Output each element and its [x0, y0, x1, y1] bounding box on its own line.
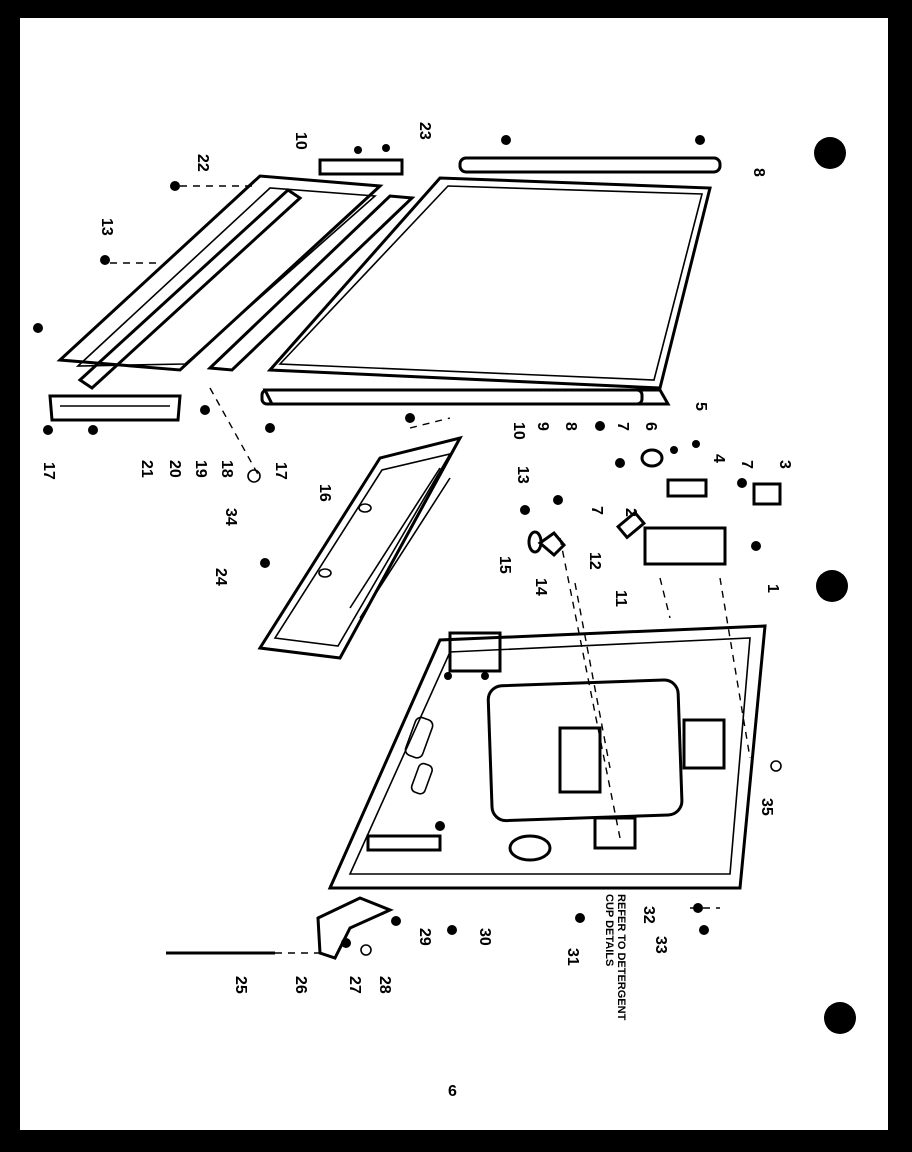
- screws: [33, 135, 782, 956]
- callout-21: 21: [138, 460, 155, 478]
- page-number: 6: [448, 1083, 457, 1100]
- part-callouts: 1 2 3 4 5 6 7 7 7 8 8 9 10 10 11 12 13 1…: [40, 122, 793, 994]
- callout-28: 28: [376, 976, 393, 994]
- handle-bracket: [366, 834, 442, 852]
- callout-25: 25: [232, 976, 249, 994]
- note-line-1: REFER TO DETERGENT: [615, 894, 627, 1021]
- callout-13a: 13: [98, 218, 115, 236]
- callout-11: 11: [612, 590, 629, 607]
- callout-8b: 8: [562, 422, 579, 431]
- callout-32: 32: [640, 906, 657, 924]
- callout-7c: 7: [588, 506, 605, 515]
- callout-30: 30: [476, 928, 493, 946]
- callout-9: 9: [534, 422, 551, 431]
- exploded-parts-diagram: 1 2 3 4 5 6 7 7 7 8 8 9 10 10 11 12 13 1…: [33, 122, 856, 1100]
- callout-15: 15: [496, 556, 513, 574]
- callout-22: 22: [194, 154, 211, 172]
- callout-17a: 17: [40, 462, 57, 480]
- callout-5: 5: [692, 402, 709, 411]
- callout-29: 29: [416, 928, 433, 946]
- callout-17b: 17: [272, 462, 289, 480]
- callout-35: 35: [758, 798, 775, 816]
- callout-13b: 13: [514, 466, 531, 484]
- detergent-cup: [558, 726, 602, 794]
- callout-31: 31: [564, 948, 581, 966]
- rinse-aid-opening: [508, 834, 552, 862]
- callout-23: 23: [416, 122, 433, 140]
- callout-8a: 8: [750, 168, 767, 177]
- trim-bracket: [318, 144, 404, 176]
- binder-hole-top: [814, 137, 846, 169]
- top-trim-strip: [458, 156, 722, 174]
- callout-3: 3: [776, 460, 793, 469]
- binder-hole-middle: [816, 570, 848, 602]
- hinge-rod: [166, 896, 394, 960]
- callout-10a: 10: [292, 132, 309, 150]
- inner-door-liner: [327, 624, 767, 890]
- binder-hole-bottom: [824, 1002, 856, 1034]
- inner-door-panel-left: [56, 174, 416, 390]
- door-outer-panel: [262, 176, 712, 406]
- hinge-plate: [682, 718, 726, 770]
- callout-7a: 7: [614, 422, 631, 431]
- callout-27: 27: [346, 976, 363, 994]
- callout-6: 6: [642, 422, 659, 431]
- assembly-leader-lines: [110, 185, 751, 954]
- callout-34: 34: [222, 508, 239, 526]
- door-handle-channel: [257, 435, 463, 660]
- callout-12: 12: [586, 552, 603, 570]
- callout-16: 16: [316, 484, 333, 502]
- detergent-cup-note: REFER TO DETERGENT CUP DETAILS: [603, 894, 627, 1021]
- callout-14: 14: [532, 578, 549, 596]
- callout-4: 4: [710, 454, 727, 463]
- callout-20: 20: [166, 460, 183, 478]
- callout-2: 2: [622, 508, 639, 517]
- callout-24: 24: [212, 568, 229, 586]
- note-line-2: CUP DETAILS: [603, 894, 615, 966]
- callout-26: 26: [292, 976, 309, 994]
- callout-1: 1: [764, 584, 781, 593]
- bottom-channel: [48, 394, 182, 422]
- detergent-recess: [486, 678, 684, 823]
- callout-33: 33: [652, 936, 669, 954]
- parts-sheet: 1 2 3 4 5 6 7 7 7 8 8 9 10 10 11 12 13 1…: [20, 18, 888, 1130]
- callout-19: 19: [192, 460, 209, 478]
- bottom-trim-strip: [260, 388, 644, 406]
- latch-assembly: [527, 448, 782, 566]
- callout-7b: 7: [738, 460, 755, 469]
- callout-10b: 10: [510, 422, 527, 440]
- callout-18: 18: [218, 460, 235, 478]
